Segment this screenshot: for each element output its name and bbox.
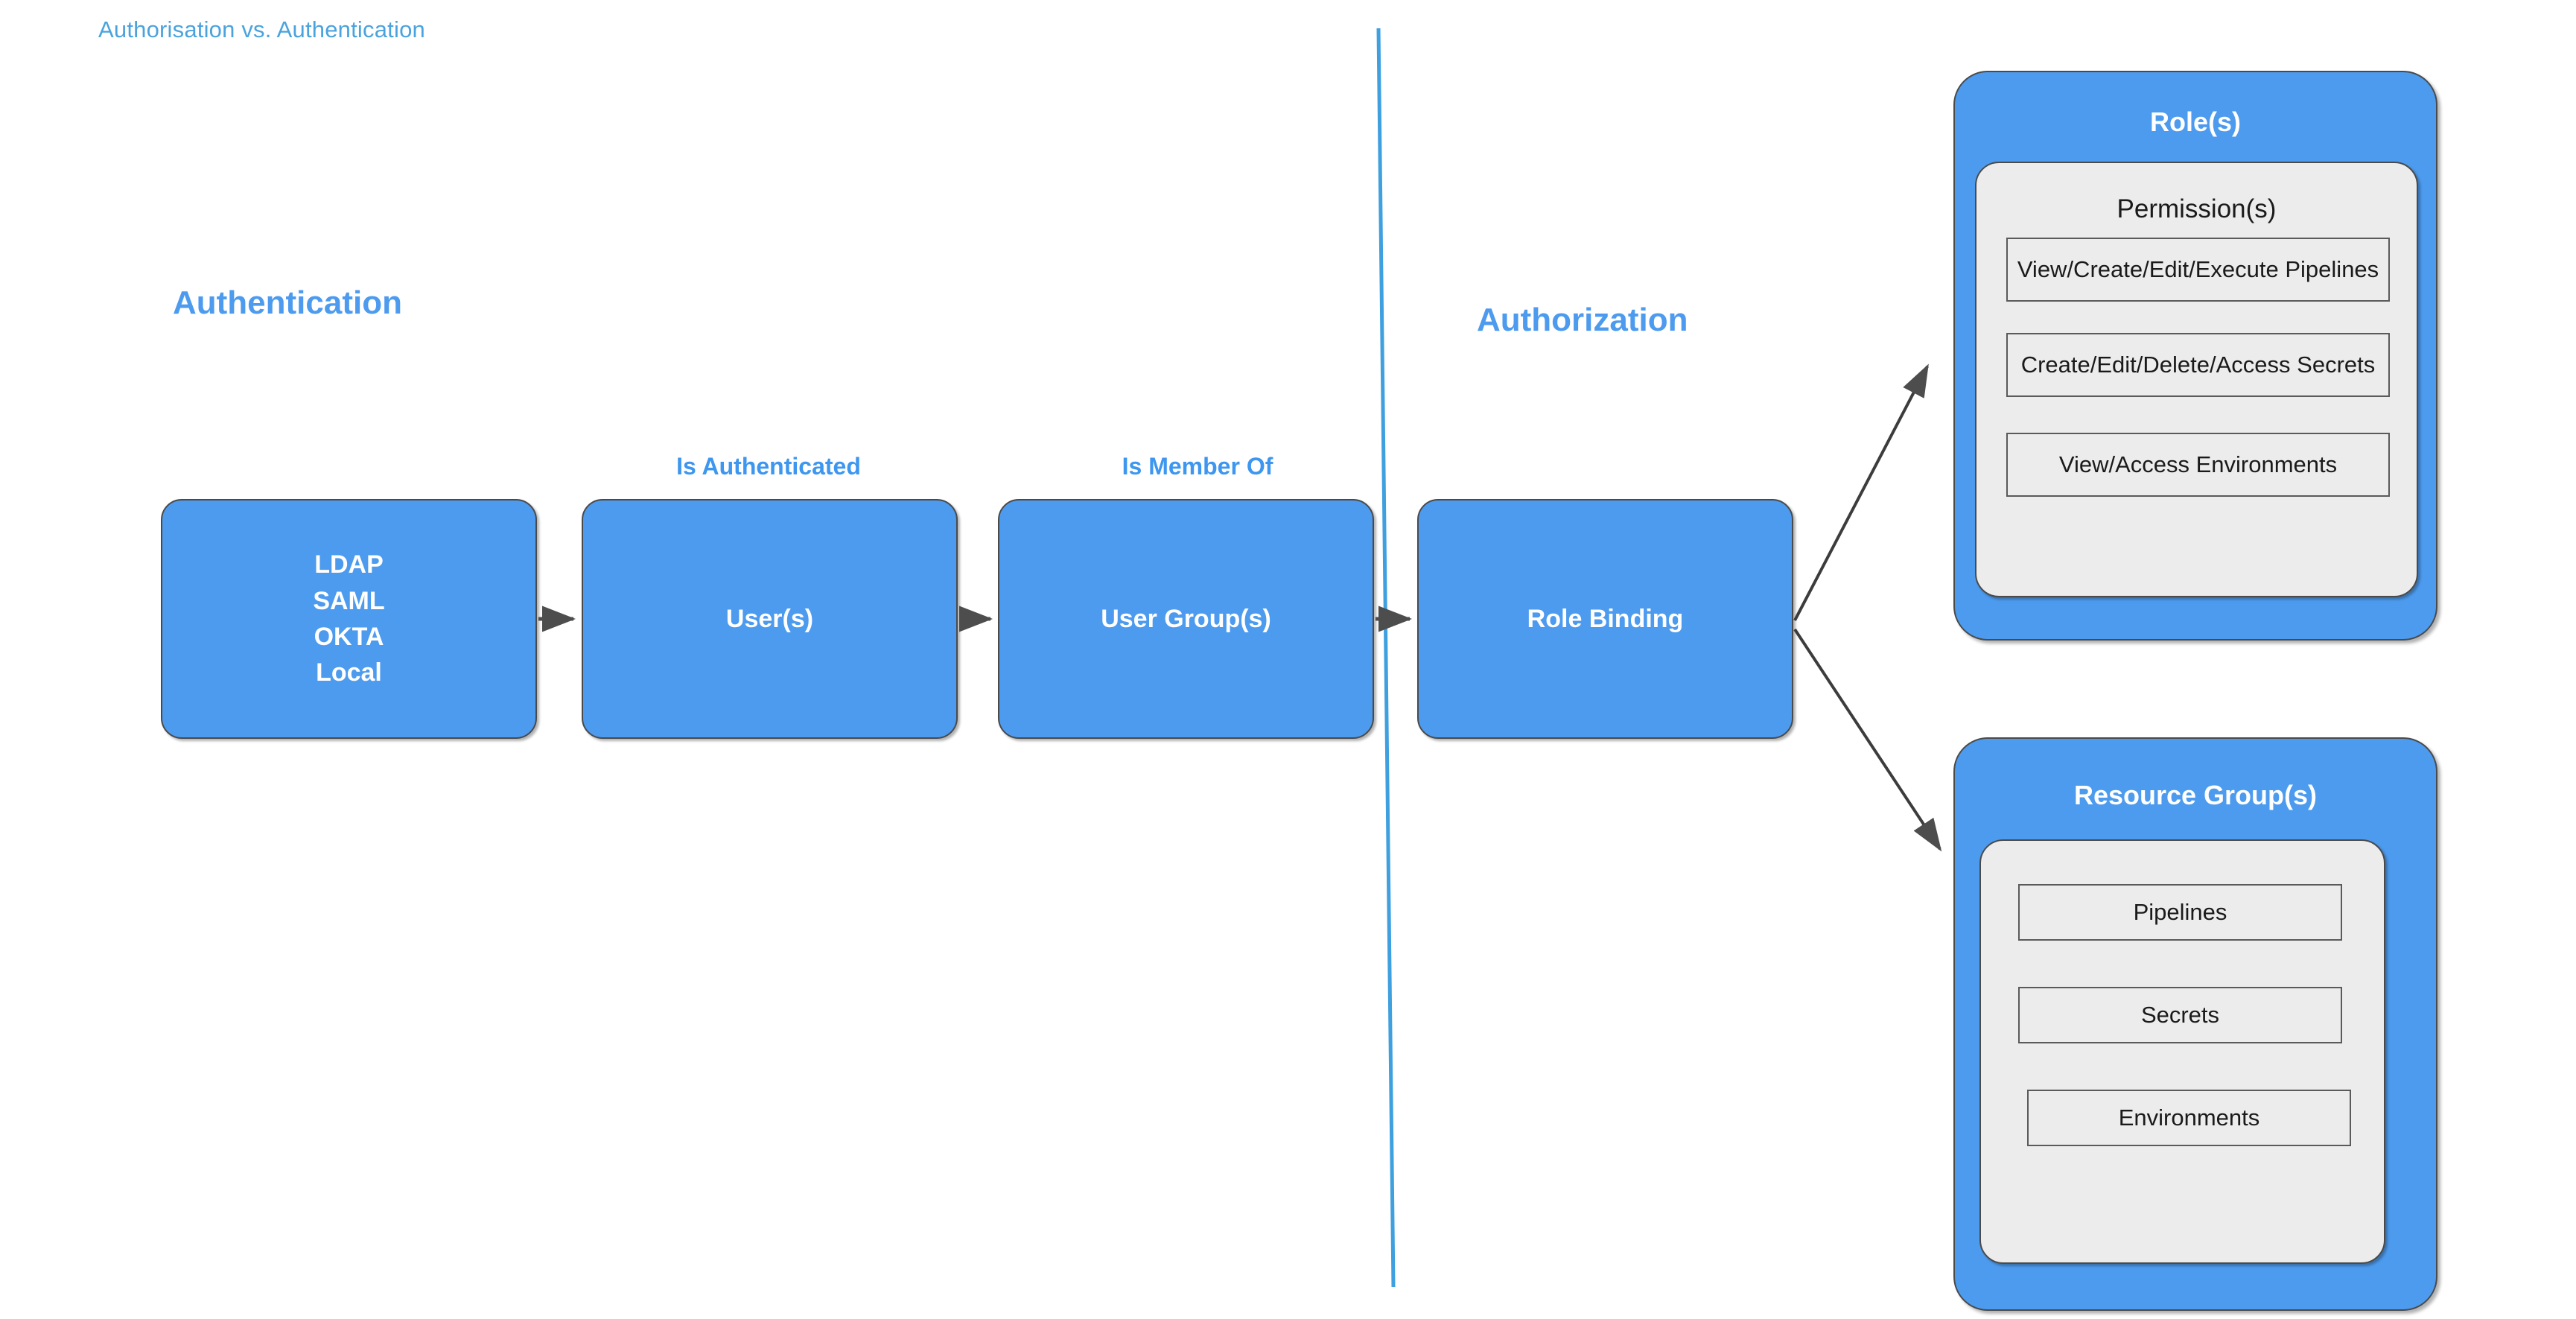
node-user-groups-label: User Group(s) bbox=[1101, 604, 1271, 633]
resource-chip[interactable]: Pipelines bbox=[2018, 884, 2342, 941]
identity-provider-saml: SAML bbox=[313, 586, 385, 615]
node-user-groups[interactable]: User Group(s) bbox=[998, 499, 1374, 739]
panel-roles-title: Role(s) bbox=[2149, 107, 2241, 137]
identity-provider-okta: OKTA bbox=[314, 623, 384, 651]
section-heading-authentication: Authentication bbox=[173, 285, 402, 321]
resource-chip[interactable]: Secrets bbox=[2018, 987, 2342, 1043]
node-role-binding-label: Role Binding bbox=[1527, 604, 1684, 633]
panel-resource-groups[interactable]: Resource Group(s) Pipelines Secrets Envi… bbox=[1953, 737, 2437, 1311]
identity-provider-local: Local bbox=[316, 658, 382, 687]
permission-chip[interactable]: Create/Edit/Delete/Access Secrets bbox=[2006, 333, 2390, 397]
node-role-binding[interactable]: Role Binding bbox=[1417, 499, 1793, 739]
panel-roles[interactable]: Role(s) Permission(s) View/Create/Edit/E… bbox=[1953, 71, 2437, 641]
node-users[interactable]: User(s) bbox=[582, 499, 958, 739]
permission-chip[interactable]: View/Create/Edit/Execute Pipelines bbox=[2006, 238, 2390, 302]
identity-provider-ldap: LDAP bbox=[314, 550, 384, 579]
arrow-role-binding-to-roles bbox=[1793, 363, 1929, 621]
arrow-role-binding-to-resource-groups bbox=[1793, 628, 1942, 852]
resource-chip[interactable]: Environments bbox=[2027, 1090, 2351, 1146]
section-divider bbox=[1376, 28, 1396, 1287]
node-identity-providers[interactable]: LDAP SAML OKTA Local bbox=[161, 499, 537, 739]
node-users-label: User(s) bbox=[725, 604, 814, 633]
permission-chip[interactable]: View/Access Environments bbox=[2006, 433, 2390, 497]
edge-label-is-member-of: Is Member Of bbox=[1122, 453, 1273, 480]
card-resources: Pipelines Secrets Environments bbox=[1979, 839, 2385, 1264]
card-permissions: Permission(s) View/Create/Edit/Execute P… bbox=[1975, 162, 2418, 597]
page-title: Authorisation vs. Authentication bbox=[98, 16, 425, 42]
section-heading-authorization: Authorization bbox=[1477, 302, 1688, 338]
edge-label-is-authenticated: Is Authenticated bbox=[676, 453, 861, 480]
card-permissions-title: Permission(s) bbox=[2117, 194, 2277, 223]
panel-resource-groups-title: Resource Group(s) bbox=[2073, 780, 2318, 810]
